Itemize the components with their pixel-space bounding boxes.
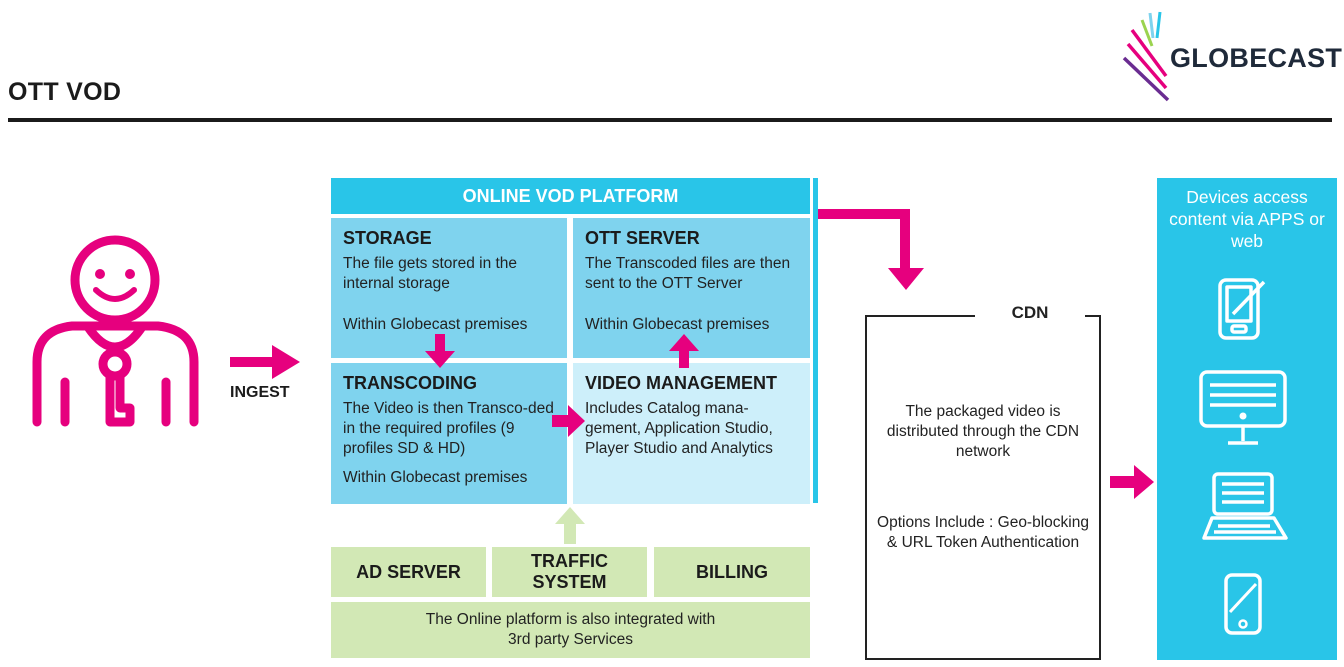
ingest-label: INGEST (230, 384, 290, 401)
smartphone-icon (1224, 573, 1262, 635)
traffic-system-box: TRAFFIC SYSTEM (492, 547, 647, 597)
platform-header: ONLINE VOD PLATFORM (331, 178, 810, 214)
ingest-arrow-icon (230, 345, 300, 379)
third-party-note: The Online platform is also integrated w… (331, 602, 810, 658)
person-with-tie-icon (32, 235, 199, 427)
ott-server-text: The Transcoded files are then sent to th… (585, 255, 791, 292)
title-divider (8, 118, 1332, 122)
cdn-options: Options Include : Geo-blocking & URL Tok… (877, 514, 1089, 551)
arrow-right-icon (552, 405, 585, 437)
ad-server-box: AD SERVER (331, 547, 486, 597)
desktop-monitor-icon (1199, 370, 1287, 445)
video-management-title: VIDEO MANAGEMENT (585, 373, 778, 393)
devices-text: Devices access content via APPS or web (1169, 187, 1325, 251)
storage-card: STORAGE The file gets stored in the inte… (331, 218, 567, 358)
cdn-box (865, 315, 1101, 660)
arrow-down-icon (425, 334, 455, 368)
ott-server-title: OTT SERVER (585, 228, 700, 248)
arrow-to-devices-icon (1110, 465, 1154, 499)
page-title: OTT VOD (8, 78, 122, 106)
storage-title: STORAGE (343, 228, 432, 248)
transcoding-title: TRANSCODING (343, 373, 477, 393)
ott-server-card: OTT SERVER The Transcoded files are then… (573, 218, 810, 358)
globecast-logo-icon (1122, 11, 1170, 102)
arrow-up-green-icon (555, 507, 585, 544)
ott-server-premises: Within Globecast premises (585, 316, 770, 333)
video-management-card: VIDEO MANAGEMENT Includes Catalog mana-g… (573, 363, 810, 504)
cdn-description: The packaged video is distributed throug… (886, 403, 1080, 460)
devices-panel (1157, 178, 1337, 660)
transcoding-premises: Within Globecast premises (343, 469, 528, 486)
cdn-label: CDN (975, 303, 1085, 323)
transcoding-text: The Video is then Transco-ded in the req… (343, 400, 554, 457)
billing-box: BILLING (654, 547, 810, 597)
arrow-up-icon (669, 334, 699, 368)
laptop-icon (1202, 472, 1288, 540)
storage-premises: Within Globecast premises (343, 316, 528, 333)
storage-text: The file gets stored in the internal sto… (343, 255, 518, 292)
video-management-text: Includes Catalog mana-gement, Applicatio… (585, 400, 773, 457)
platform-divider-line (813, 178, 818, 503)
logo-text: GLOBECAST (1170, 43, 1343, 73)
transcoding-card: TRANSCODING The Video is then Transco-de… (331, 363, 567, 504)
arrow-elbow-down-icon (818, 209, 924, 290)
tablet-icon (1218, 278, 1266, 340)
